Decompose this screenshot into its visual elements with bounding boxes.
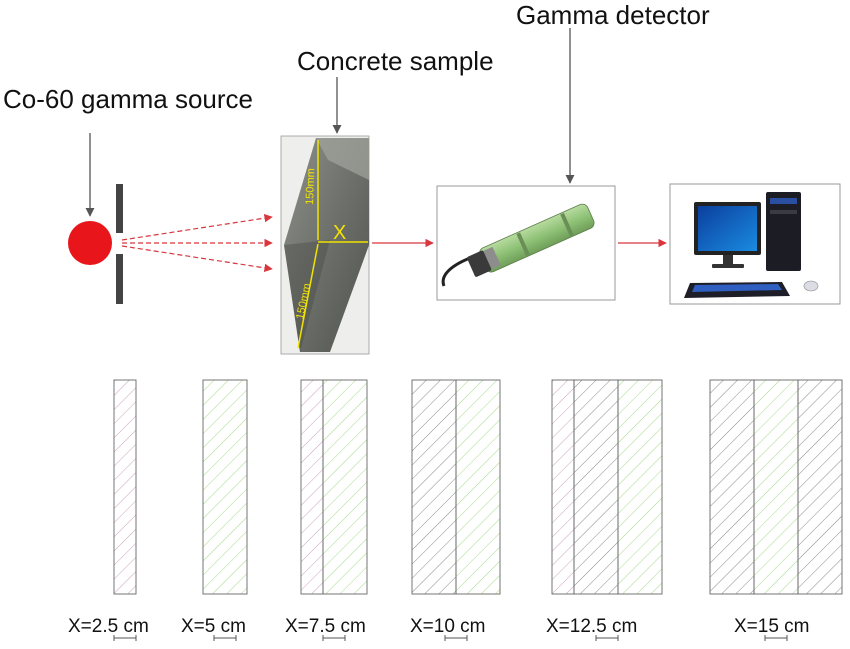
- layer-green: [618, 380, 662, 594]
- layer-config-2: [301, 380, 367, 641]
- layer-green: [456, 380, 500, 594]
- layer-config-0: [114, 380, 136, 641]
- layer-pink: [552, 380, 574, 594]
- caption-x-5cm: X=5 cm: [181, 616, 246, 638]
- beam-ray-lower: [122, 246, 272, 269]
- caption-x-7-5cm: X=7.5 cm: [285, 616, 366, 638]
- layer-green: [754, 380, 798, 594]
- computer-photo: [670, 184, 840, 304]
- layer-gray: [412, 380, 456, 594]
- caption-x-2-5cm: X=2.5 cm: [68, 616, 149, 638]
- thickness-label: X: [333, 222, 346, 244]
- layer-gray: [710, 380, 754, 594]
- layer-green: [323, 380, 367, 594]
- source-label: Co-60 gamma source: [3, 84, 253, 115]
- pc-mouse: [804, 281, 818, 291]
- concrete-sample-photo: 150mm 150mm X: [281, 136, 369, 354]
- caption-x-15cm: X=15 cm: [734, 616, 810, 638]
- source-sphere: [68, 221, 112, 265]
- layer-configurations: [114, 380, 842, 641]
- layer-config-3: [412, 380, 500, 641]
- sample-label: Concrete sample: [297, 46, 494, 77]
- gamma-detector-photo: [437, 186, 615, 300]
- collimator-top: [116, 184, 123, 233]
- layer-config-1: [203, 380, 247, 641]
- layer-gray: [798, 380, 842, 594]
- layer-pink: [301, 380, 323, 594]
- detector-label: Gamma detector: [516, 0, 710, 31]
- dimension-label-top: 150mm: [304, 168, 317, 205]
- gamma-source: [68, 133, 123, 304]
- caption-x-10cm: X=10 cm: [410, 616, 486, 638]
- layer-config-4: [552, 380, 662, 641]
- beam-ray-upper: [122, 217, 272, 240]
- layer-gray: [574, 380, 618, 594]
- layer-green: [203, 380, 247, 594]
- pc-screen: [698, 206, 757, 251]
- layer-config-5: [710, 380, 842, 641]
- caption-x-12-5cm: X=12.5 cm: [546, 616, 637, 638]
- layer-pink: [114, 380, 136, 594]
- gamma-beam: [122, 217, 272, 269]
- collimator-bottom: [116, 254, 123, 304]
